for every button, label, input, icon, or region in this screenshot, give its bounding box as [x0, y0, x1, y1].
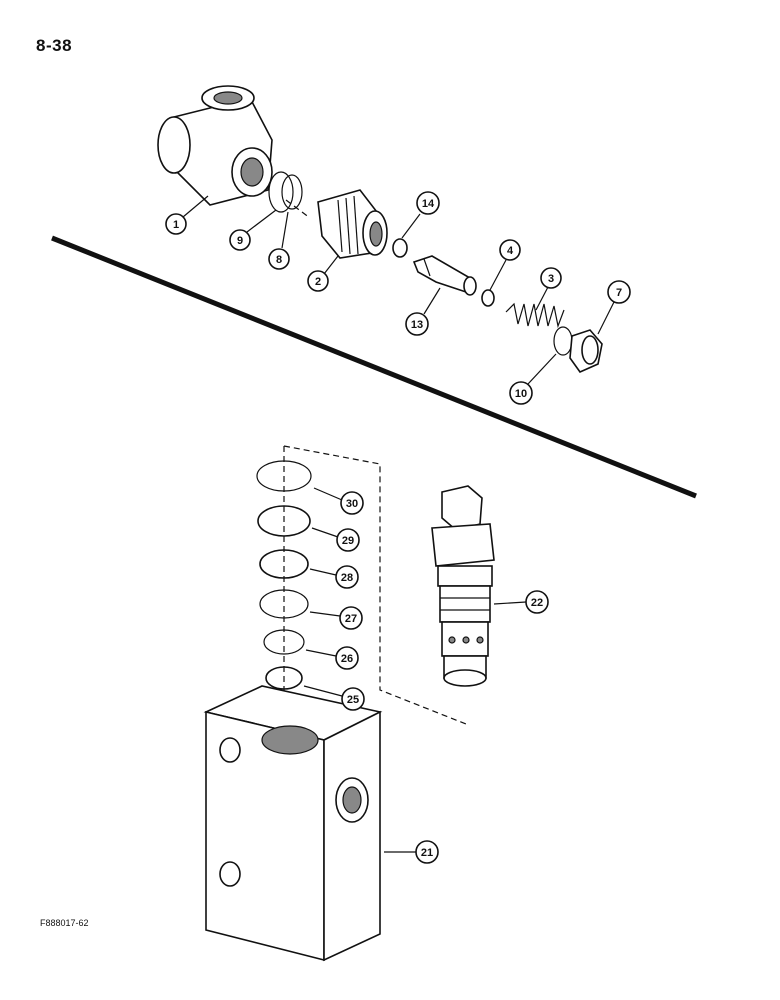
callout-22-label: 22: [531, 597, 543, 609]
part-9-o-ring: [268, 171, 294, 213]
callout-9: 9: [229, 209, 277, 251]
part-22-relief-valve-cartridge: [431, 485, 495, 687]
part-7-cap: [569, 329, 603, 373]
page-number: 8-38: [36, 36, 73, 55]
callout-4: 4: [489, 239, 521, 291]
callout-21-label: 21: [421, 847, 433, 859]
callout-2-label: 2: [315, 276, 321, 288]
callout-26: 26: [305, 646, 359, 670]
callout-21: 21: [384, 840, 439, 864]
callout-13: 13: [405, 287, 441, 336]
section-divider-line: [51, 235, 697, 499]
callout-7: 7: [597, 280, 631, 335]
callout-27: 27: [309, 606, 363, 630]
figure-code: F888017-62: [40, 918, 89, 928]
callout-10: 10: [509, 353, 557, 405]
callout-4-label: 4: [507, 245, 514, 257]
part-28-seal: [259, 549, 309, 579]
callout-26-label: 26: [341, 653, 353, 665]
callout-3: 3: [535, 267, 562, 311]
callout-25: 25: [303, 685, 365, 711]
callout-25-label: 25: [347, 694, 359, 706]
callout-1-label: 1: [173, 219, 179, 231]
callout-3-label: 3: [548, 273, 554, 285]
callout-30-label: 30: [346, 498, 358, 510]
part-14-washer: [392, 238, 408, 258]
callout-2: 2: [307, 255, 339, 292]
callout-27-label: 27: [345, 613, 357, 625]
callout-1: 1: [165, 195, 209, 235]
callout-7-label: 7: [616, 287, 622, 299]
part-21-manifold-block: [203, 685, 383, 962]
callout-29-label: 29: [342, 535, 354, 547]
part-8-o-ring: [281, 174, 303, 210]
callout-28-label: 28: [341, 572, 353, 584]
callout-30: 30: [313, 487, 364, 515]
callout-8: 8: [268, 211, 290, 270]
part-13-poppet: [412, 255, 477, 296]
callout-9-label: 9: [237, 235, 243, 247]
part-27-seal: [259, 589, 309, 619]
part-1-tee-body: [157, 85, 273, 206]
callout-28: 28: [309, 565, 359, 589]
callout-10-label: 10: [515, 388, 527, 400]
part-10-o-ring: [553, 326, 573, 356]
part-3-spring: [505, 302, 565, 329]
part-4-washer: [481, 289, 495, 307]
callout-14-label: 14: [422, 198, 435, 210]
callout-8-label: 8: [276, 254, 282, 266]
callout-29: 29: [311, 527, 360, 552]
callout-14: 14: [401, 191, 440, 239]
part-2-valve-seat: [317, 189, 388, 259]
callout-13-label: 13: [411, 319, 423, 331]
callout-22: 22: [493, 590, 549, 614]
